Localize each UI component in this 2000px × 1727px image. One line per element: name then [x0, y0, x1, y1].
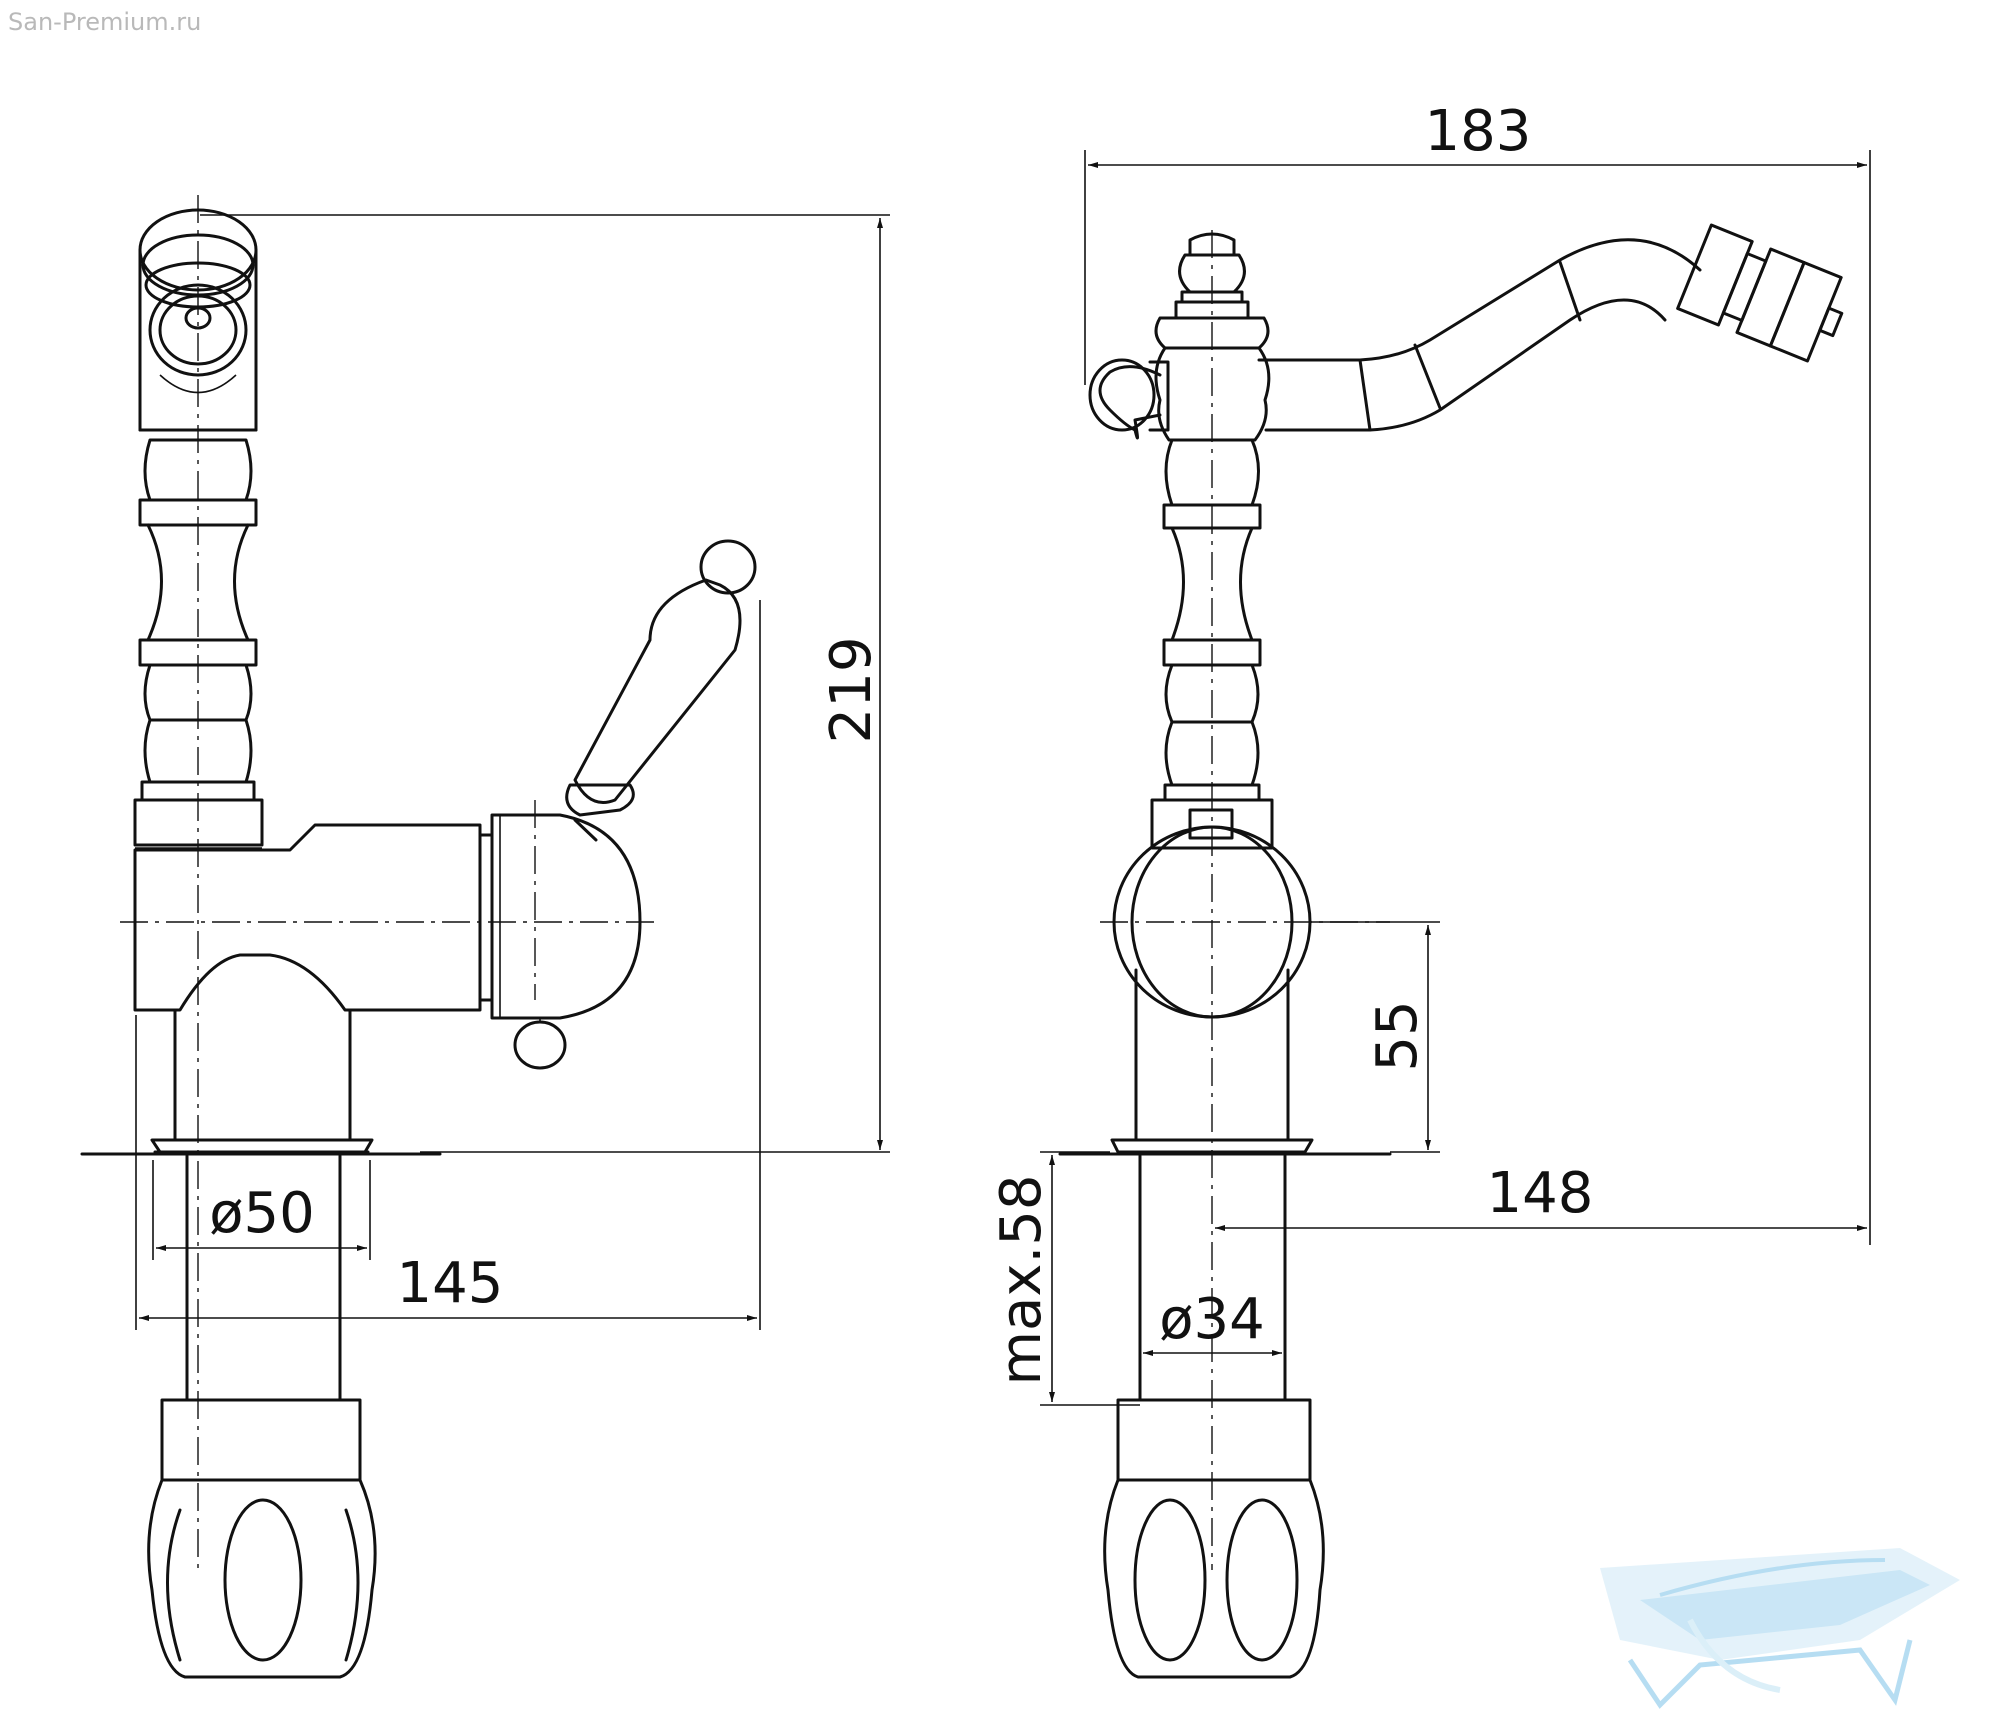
- dim-height-55: 55: [1310, 921, 1440, 1153]
- dim-reach-183: 183: [1084, 99, 1871, 1245]
- bathtub-logo-icon: [1600, 1548, 1960, 1709]
- front-column: [1150, 346, 1274, 850]
- dim-pipe-d50: ø50: [152, 1160, 371, 1260]
- dim-width-145: 145: [135, 600, 761, 1330]
- dim-height-219: 219: [200, 214, 890, 1153]
- dim-label-d34: ø34: [1159, 1287, 1265, 1352]
- left-side-view: 219 ø50 145: [80, 195, 890, 1679]
- base-shank: [80, 1008, 442, 1679]
- dim-label-max58: max.58: [989, 1174, 1054, 1385]
- dim-label-55: 55: [1365, 1000, 1430, 1071]
- dim-label-d50: ø50: [209, 1181, 315, 1246]
- dim-max-58: max.58: [989, 1151, 1140, 1406]
- front-base-shank: [1058, 1138, 1392, 1679]
- right-front-view: 183 148 55 max.58 ø34: [989, 99, 1871, 1679]
- mixer-body: [133, 813, 642, 1020]
- dim-label-145: 145: [397, 1251, 504, 1316]
- dim-label-148: 148: [1487, 1161, 1594, 1226]
- lever-handle: [513, 539, 757, 1070]
- dim-label-183: 183: [1425, 99, 1532, 164]
- dim-offset-148: 148: [1215, 1161, 1867, 1231]
- dim-label-219: 219: [819, 637, 884, 744]
- dim-pipe-d34: ø34: [1143, 1287, 1282, 1356]
- watermark-site: San-Premium.ru: [8, 8, 202, 36]
- s-spout: [1257, 223, 1844, 432]
- aerator-nozzle: [138, 208, 258, 432]
- fluted-column: [133, 428, 264, 849]
